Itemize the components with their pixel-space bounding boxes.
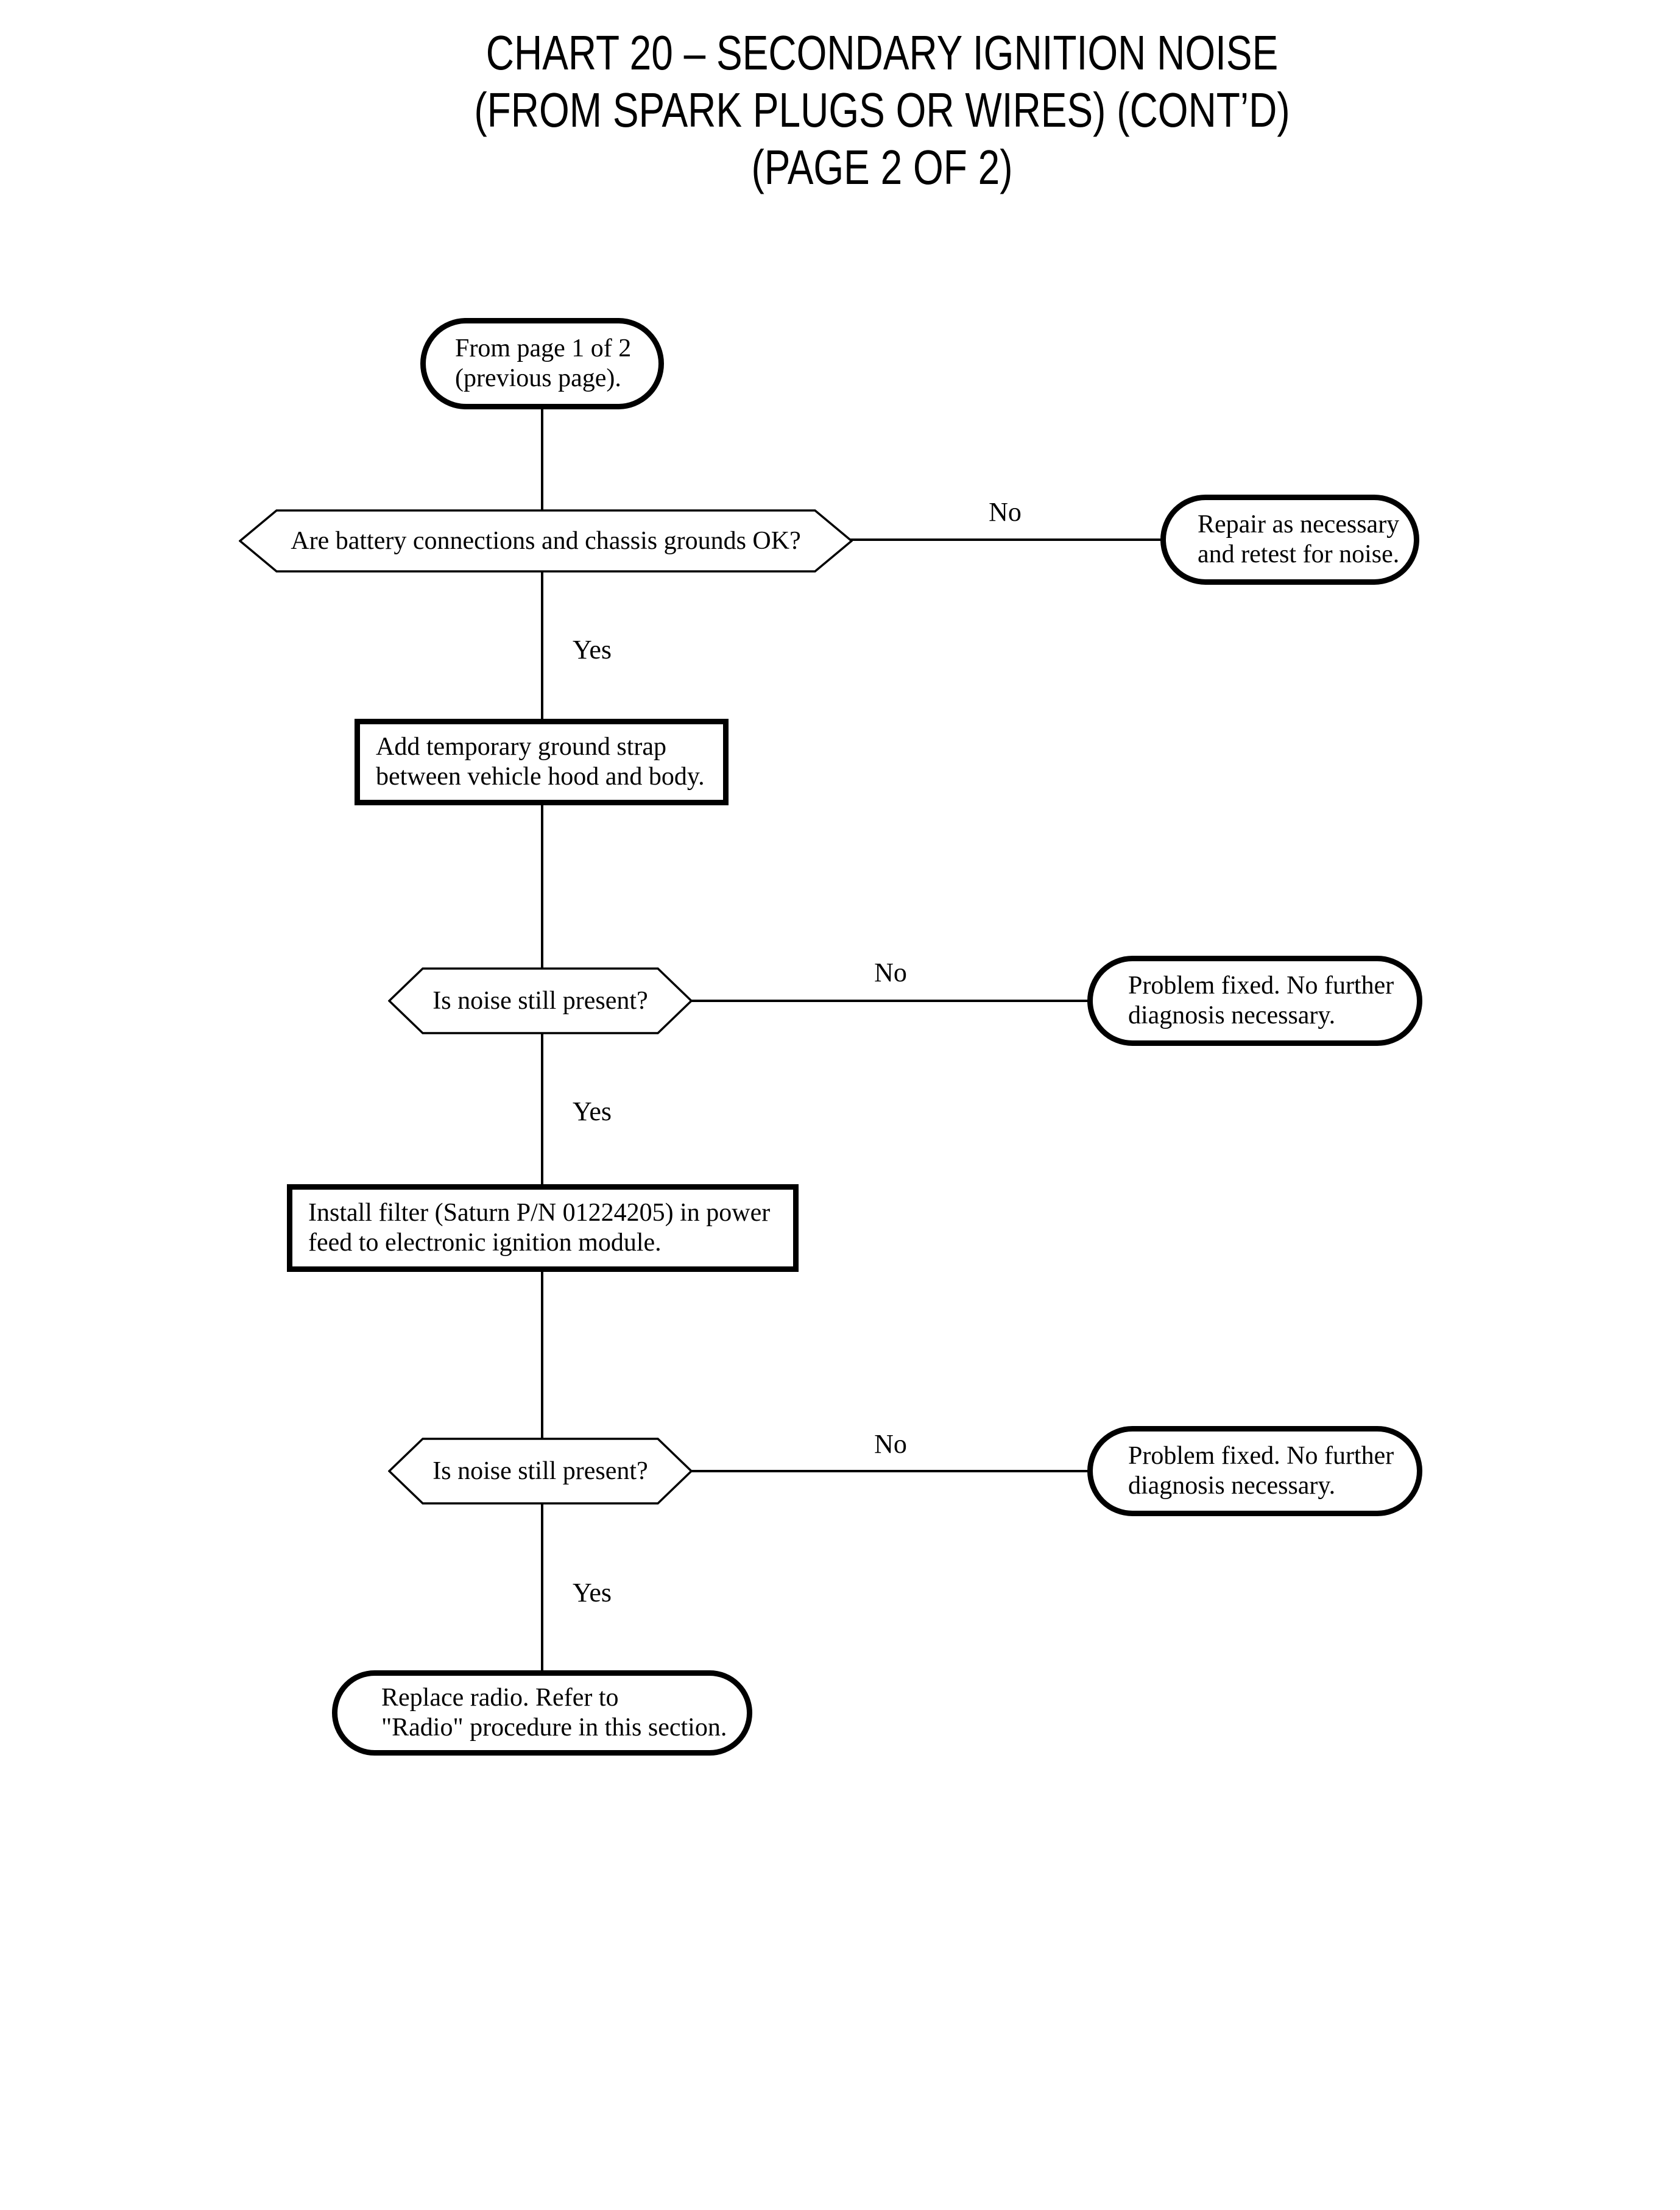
process-add-ground-strap: Add temporary ground strap between vehic… [355,719,729,805]
decision-battery-grounds-ok: Are battery connections and chassis grou… [239,509,853,573]
branch-label-yes-3: Yes [573,1578,612,1608]
terminator-problem-fixed-1-line-1: Problem fixed. No further [1128,972,1394,1000]
edge-grounds-question-to-ground-strap [541,570,543,721]
terminator-repair-and-retest-line-1: Repair as necessary [1198,510,1400,538]
edge-install-filter-to-noise-question-2 [541,1271,543,1439]
decision-hexagon-shape [388,967,693,1034]
chart-title-line-2: (FROM SPARK PLUGS OR WIRES) (CONT’D) [474,83,1290,137]
process-install-filter: Install filter (Saturn P/N 01224205) in … [287,1184,799,1272]
edge-noise-question-1-no-branch [690,1000,1090,1002]
edge-noise-question-1-to-install-filter [541,1032,543,1187]
edge-grounds-question-no-branch [850,538,1163,541]
decision-hexagon-shape [239,509,853,573]
terminator-problem-fixed-2-line-1: Problem fixed. No further [1128,1442,1394,1470]
branch-label-no-1: No [989,497,1022,527]
decision-noise-present-2: Is noise still present? [388,1438,693,1505]
terminator-from-previous-page-line-1: From page 1 of 2 [455,334,632,362]
process-add-ground-strap-line-2: between vehicle hood and body. [376,763,705,791]
branch-label-no-2: No [874,958,907,987]
decision-noise-present-1-text: Is noise still present? [432,986,648,1015]
edge-ground-strap-to-noise-question-1 [541,804,543,970]
decision-noise-present-2-text: Is noise still present? [432,1456,648,1485]
terminator-replace-radio-line-2: "Radio" procedure in this section. [381,1714,727,1742]
chart-title-line-3: (PAGE 2 OF 2) [751,140,1013,194]
decision-hexagon-shape [388,1438,693,1505]
terminator-problem-fixed-2: Problem fixed. No further diagnosis nece… [1087,1426,1422,1516]
terminator-problem-fixed-1-line-2: diagnosis necessary. [1128,1001,1336,1029]
terminator-problem-fixed-1: Problem fixed. No further diagnosis nece… [1087,956,1422,1046]
terminator-problem-fixed-2-line-2: diagnosis necessary. [1128,1472,1336,1500]
branch-label-yes-1: Yes [573,635,612,665]
decision-noise-present-1: Is noise still present? [388,967,693,1034]
terminator-repair-and-retest: Repair as necessary and retest for noise… [1160,495,1419,585]
branch-label-yes-2: Yes [573,1096,612,1126]
terminator-repair-and-retest-line-2: and retest for noise. [1198,540,1400,568]
terminator-replace-radio-line-1: Replace radio. Refer to [381,1684,619,1712]
process-add-ground-strap-line-1: Add temporary ground strap [376,733,667,761]
edge-start-to-grounds-question [541,405,543,512]
terminator-from-previous-page: From page 1 of 2 (previous page). [420,318,664,409]
process-install-filter-line-2: feed to electronic ignition module. [308,1229,662,1257]
branch-label-no-3: No [874,1429,907,1459]
chart-title-line-1: CHART 20 – SECONDARY IGNITION NOISE [485,26,1279,80]
decision-battery-grounds-ok-text: Are battery connections and chassis grou… [291,526,801,555]
chart-title: CHART 20 – SECONDARY IGNITION NOISE (FRO… [84,24,1680,196]
process-install-filter-line-1: Install filter (Saturn P/N 01224205) in … [308,1199,771,1227]
terminator-from-previous-page-line-2: (previous page). [455,364,621,392]
edge-noise-question-2-no-branch [690,1470,1090,1472]
terminator-replace-radio: Replace radio. Refer to "Radio" procedur… [332,1670,752,1756]
edge-noise-question-2-to-replace-radio [541,1503,543,1673]
